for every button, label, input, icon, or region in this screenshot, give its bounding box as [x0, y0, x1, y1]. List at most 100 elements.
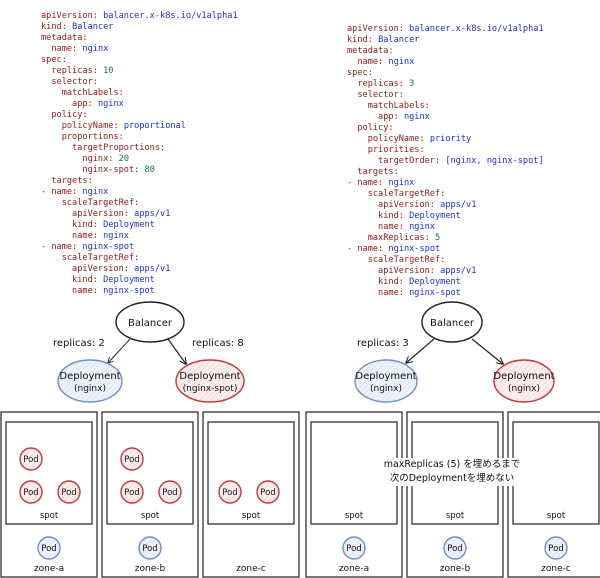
yaml-key: kind: — [378, 277, 404, 287]
spot-pod-circle — [218, 480, 242, 504]
pod-label: Pod — [548, 544, 563, 554]
yaml-key: targetProportions: — [72, 143, 166, 153]
yaml-key: name: — [51, 187, 78, 197]
zone-label: zone-c — [541, 564, 571, 574]
spot-pod: Pod — [19, 480, 43, 504]
left-balancer-node — [115, 301, 185, 343]
yaml-key: matchLabels: — [367, 101, 430, 111]
yaml-key: apiVersion: — [72, 264, 129, 274]
spot-pod: Pod — [158, 480, 182, 504]
yaml-line: proportions: — [41, 132, 238, 143]
yaml-line: apiVersion: apps/v1 — [347, 266, 544, 277]
ondemand-pod: Pod — [443, 536, 467, 560]
right-deployment-nginx-spot-node — [493, 359, 555, 403]
ondemand-pod: Pod — [37, 536, 61, 560]
yaml-value: nginx-spot — [103, 286, 155, 296]
yaml-value: [nginx, nginx-spot] — [445, 156, 544, 166]
pod-label: Pod — [346, 544, 361, 554]
left-deployment-nginx-spot-sub: (nginx-spot) — [183, 384, 238, 394]
max-replicas-note: maxReplicas (5) を埋めるまで 次のDeploymentを埋めない — [352, 458, 552, 486]
left-balancer-label: Balancer — [128, 318, 173, 329]
ondemand-pod: Pod — [138, 536, 162, 560]
yaml-key: replicas: — [51, 66, 98, 76]
ondemand-pod-circle — [37, 536, 61, 560]
spot-pod: Pod — [120, 447, 144, 471]
max-replicas-note-line1: maxReplicas (5) を埋めるまで — [383, 459, 521, 470]
right-edge-to-nginx — [406, 338, 435, 363]
yaml-key: nginx-spot: — [82, 165, 140, 175]
spot-pod-circle — [158, 480, 182, 504]
yaml-key: spec: — [41, 55, 67, 65]
yaml-key: name: — [51, 44, 78, 54]
yaml-line: name: nginx-spot — [347, 288, 544, 299]
ondemand-pod-circle — [342, 536, 366, 560]
zone-label: zone-b — [135, 564, 166, 574]
right-deployment-nginx-node — [354, 359, 418, 403]
yaml-key: app: — [72, 99, 93, 109]
yaml-key: policy: — [51, 110, 88, 120]
yaml-line: app: nginx — [347, 112, 544, 123]
yaml-line: kind: Deployment — [41, 220, 238, 231]
yaml-line: maxReplicas: 5 — [347, 233, 544, 244]
yaml-line: name: nginx — [41, 231, 238, 242]
yaml-key: kind: — [72, 275, 98, 285]
yaml-line: targetProportions: — [41, 143, 238, 154]
yaml-key: spec: — [347, 68, 373, 78]
ondemand-pod: Pod — [342, 536, 366, 560]
yaml-value: 80 — [144, 165, 155, 175]
yaml-key: apiVersion: — [41, 11, 98, 21]
yaml-line: matchLabels: — [41, 88, 238, 99]
yaml-line: priorities: — [347, 145, 544, 156]
left-edge-label-nginx-spot: replicas: 8 — [192, 338, 244, 349]
spot-node-pool-box — [207, 421, 295, 525]
yaml-line: policyName: priority — [347, 134, 544, 145]
yaml-line: - name: nginx — [347, 178, 415, 188]
pod-label: Pod — [124, 455, 139, 465]
yaml-key: name: — [72, 231, 98, 241]
yaml-key: replicas: — [357, 79, 404, 89]
ondemand-pod-circle — [544, 536, 568, 560]
spot-pod: Pod — [57, 480, 81, 504]
yaml-line: metadata: — [347, 46, 544, 57]
yaml-key: apiVersion: — [72, 209, 129, 219]
yaml-key: kind: — [72, 220, 98, 230]
yaml-line: nginx-spot: 80 — [41, 165, 238, 176]
yaml-key: apiVersion: — [347, 24, 404, 34]
yaml-key: apiVersion: — [378, 200, 435, 210]
yaml-value: balancer.x-k8s.io/v1alpha1 — [409, 24, 544, 34]
spot-node-pool-box — [5, 421, 93, 525]
yaml-key: name: — [51, 242, 78, 252]
pod-label: Pod — [447, 544, 462, 554]
zone-box — [507, 411, 600, 578]
spot-label: spot — [446, 511, 465, 521]
yaml-line: - name: nginx-spot — [347, 244, 441, 254]
yaml-value: nginx-spot — [409, 288, 461, 298]
yaml-line: app: nginx — [41, 99, 238, 110]
yaml-value: priority — [429, 134, 472, 144]
spot-label: spot — [40, 511, 59, 521]
yaml-line: replicas: 10 — [41, 66, 238, 77]
zone-label: zone-a — [339, 564, 369, 574]
left-deployment-nginx-sub: (nginx) — [74, 384, 106, 394]
zone-box — [0, 411, 98, 578]
yaml-line: apiVersion: balancer.x-k8s.io/v1alpha1 — [41, 11, 238, 22]
ondemand-pod-circle — [138, 536, 162, 560]
max-replicas-note-line2: 次のDeploymentを埋めない — [389, 473, 515, 484]
yaml-key: name: — [357, 178, 384, 188]
yaml-key: selector: — [357, 90, 404, 100]
pod-label: Pod — [124, 488, 139, 498]
yaml-line: targets: — [347, 167, 544, 178]
yaml-line: spec: — [347, 68, 544, 79]
pod-label: Pod — [162, 488, 177, 498]
spot-pod-circle — [57, 480, 81, 504]
yaml-key: name: — [357, 244, 384, 254]
yaml-line: scaleTargetRef: — [347, 255, 544, 266]
yaml-line: policyName: proportional — [41, 121, 238, 132]
yaml-key: app: — [378, 112, 399, 122]
yaml-key: priorities: — [367, 145, 425, 155]
yaml-line: - name: nginx-spot — [41, 242, 135, 252]
yaml-value: 20 — [118, 154, 129, 164]
